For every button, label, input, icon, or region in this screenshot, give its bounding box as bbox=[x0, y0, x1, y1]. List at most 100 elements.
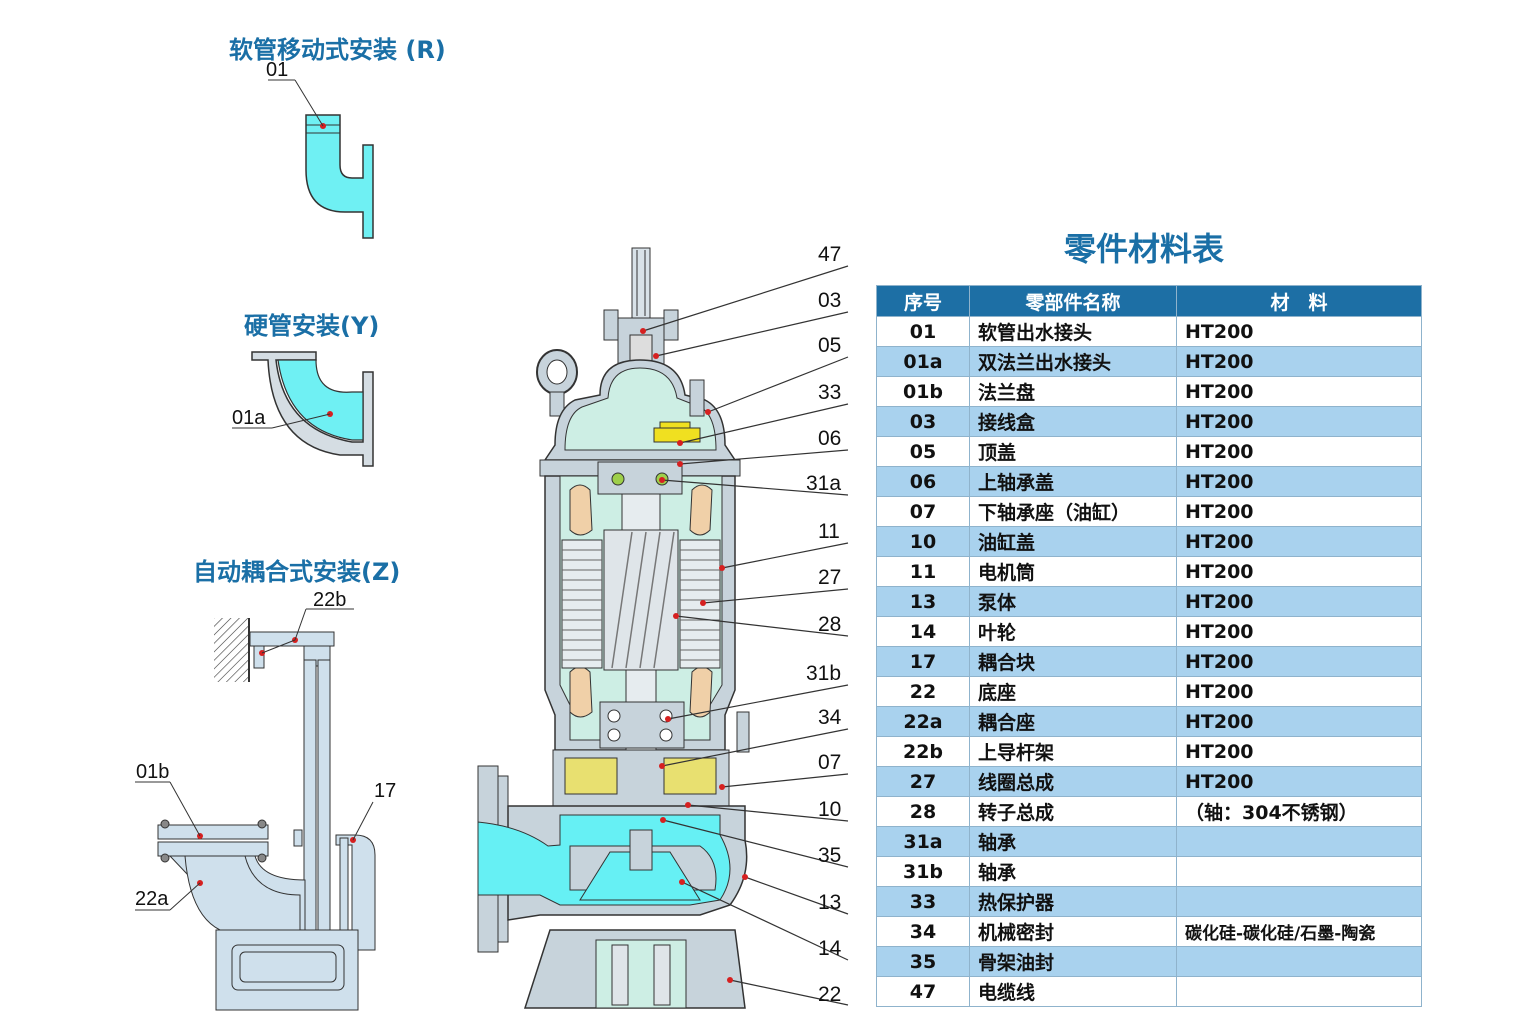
cell-part-name: 顶盖 bbox=[969, 436, 1177, 467]
callout-34: 34 bbox=[818, 706, 842, 729]
cell-no: 10 bbox=[876, 526, 970, 557]
cell-material: 碳化硅-碳化硅/石墨-陶瓷 bbox=[1176, 916, 1422, 947]
y-label-01a: 01a bbox=[232, 407, 266, 429]
cell-material: HT200 bbox=[1176, 646, 1422, 677]
cell-no: 01b bbox=[876, 376, 970, 407]
cell-no: 22b bbox=[876, 736, 970, 767]
callout-06: 06 bbox=[818, 427, 842, 450]
cell-part-name: 上轴承盖 bbox=[969, 466, 1177, 497]
cell-part-name: 泵体 bbox=[969, 586, 1177, 617]
z-label-22a: 22a bbox=[135, 888, 169, 910]
table-header-row: 序号 零部件名称 材 料 bbox=[876, 285, 1422, 317]
z-label-22b: 22b bbox=[313, 589, 347, 611]
y-install-title: 硬管安装(Y) bbox=[244, 312, 380, 340]
header-part-name: 零部件名称 bbox=[969, 285, 1177, 317]
header-no: 序号 bbox=[876, 285, 970, 317]
cell-material bbox=[1176, 856, 1422, 887]
cell-material: HT200 bbox=[1176, 586, 1422, 617]
cell-part-name: 法兰盘 bbox=[969, 376, 1177, 407]
cell-no: 34 bbox=[876, 916, 970, 947]
cell-part-name: 骨架油封 bbox=[969, 946, 1177, 977]
callout-31a: 31a bbox=[806, 472, 842, 495]
cell-material: （轴：304不锈钢） bbox=[1176, 796, 1422, 827]
cell-material: HT200 bbox=[1176, 406, 1422, 437]
cell-material: HT200 bbox=[1176, 466, 1422, 497]
cell-part-name: 线圈总成 bbox=[969, 766, 1177, 797]
cell-part-name: 下轴承座（油缸） bbox=[969, 496, 1177, 527]
cell-no: 06 bbox=[876, 466, 970, 497]
cell-no: 01 bbox=[876, 316, 970, 347]
callout-11: 11 bbox=[818, 520, 840, 543]
cell-material: HT200 bbox=[1176, 556, 1422, 587]
callout-27: 27 bbox=[818, 566, 842, 589]
cell-no: 05 bbox=[876, 436, 970, 467]
r-label-01: 01 bbox=[266, 59, 289, 81]
cell-material bbox=[1176, 886, 1422, 917]
cell-part-name: 软管出水接头 bbox=[969, 316, 1177, 347]
cell-material: HT200 bbox=[1176, 526, 1422, 557]
cell-part-name: 叶轮 bbox=[969, 616, 1177, 647]
cell-material: HT200 bbox=[1176, 316, 1422, 347]
cell-part-name: 油缸盖 bbox=[969, 526, 1177, 557]
z-label-01b: 01b bbox=[136, 761, 170, 783]
cell-material: HT200 bbox=[1176, 706, 1422, 737]
cell-material: HT200 bbox=[1176, 616, 1422, 647]
callout-33: 33 bbox=[818, 381, 842, 404]
callout-03: 03 bbox=[818, 289, 842, 312]
header-material: 材 料 bbox=[1176, 285, 1422, 317]
callout-14: 14 bbox=[818, 937, 842, 960]
callout-10: 10 bbox=[818, 798, 842, 821]
z-label-17: 17 bbox=[374, 780, 397, 802]
cell-material: HT200 bbox=[1176, 496, 1422, 527]
callout-28: 28 bbox=[818, 613, 842, 636]
cell-material bbox=[1176, 946, 1422, 977]
callout-07: 07 bbox=[818, 751, 842, 774]
cell-part-name: 机械密封 bbox=[969, 916, 1177, 947]
cell-part-name: 耦合座 bbox=[969, 706, 1177, 737]
cell-no: 47 bbox=[876, 976, 970, 1007]
cell-no: 11 bbox=[876, 556, 970, 587]
cell-part-name: 电机筒 bbox=[969, 556, 1177, 587]
callout-05: 05 bbox=[818, 334, 842, 357]
cell-part-name: 上导杆架 bbox=[969, 736, 1177, 767]
cell-no: 03 bbox=[876, 406, 970, 437]
z-coupling-drawing bbox=[135, 608, 376, 1011]
cell-material: HT200 bbox=[1176, 736, 1422, 767]
cell-no: 31a bbox=[876, 826, 970, 857]
cell-part-name: 转子总成 bbox=[969, 796, 1177, 827]
callout-22: 22 bbox=[818, 983, 842, 1006]
z-install-title: 自动耦合式安装(Z) bbox=[193, 558, 401, 586]
cell-part-name: 底座 bbox=[969, 676, 1177, 707]
cell-part-name: 耦合块 bbox=[969, 646, 1177, 677]
cell-no: 13 bbox=[876, 586, 970, 617]
cell-no: 14 bbox=[876, 616, 970, 647]
cell-material bbox=[1176, 976, 1422, 1007]
cell-part-name: 热保护器 bbox=[969, 886, 1177, 917]
cell-part-name: 轴承 bbox=[969, 826, 1177, 857]
callout-35: 35 bbox=[818, 844, 842, 867]
cell-material bbox=[1176, 826, 1422, 857]
cell-no: 33 bbox=[876, 886, 970, 917]
